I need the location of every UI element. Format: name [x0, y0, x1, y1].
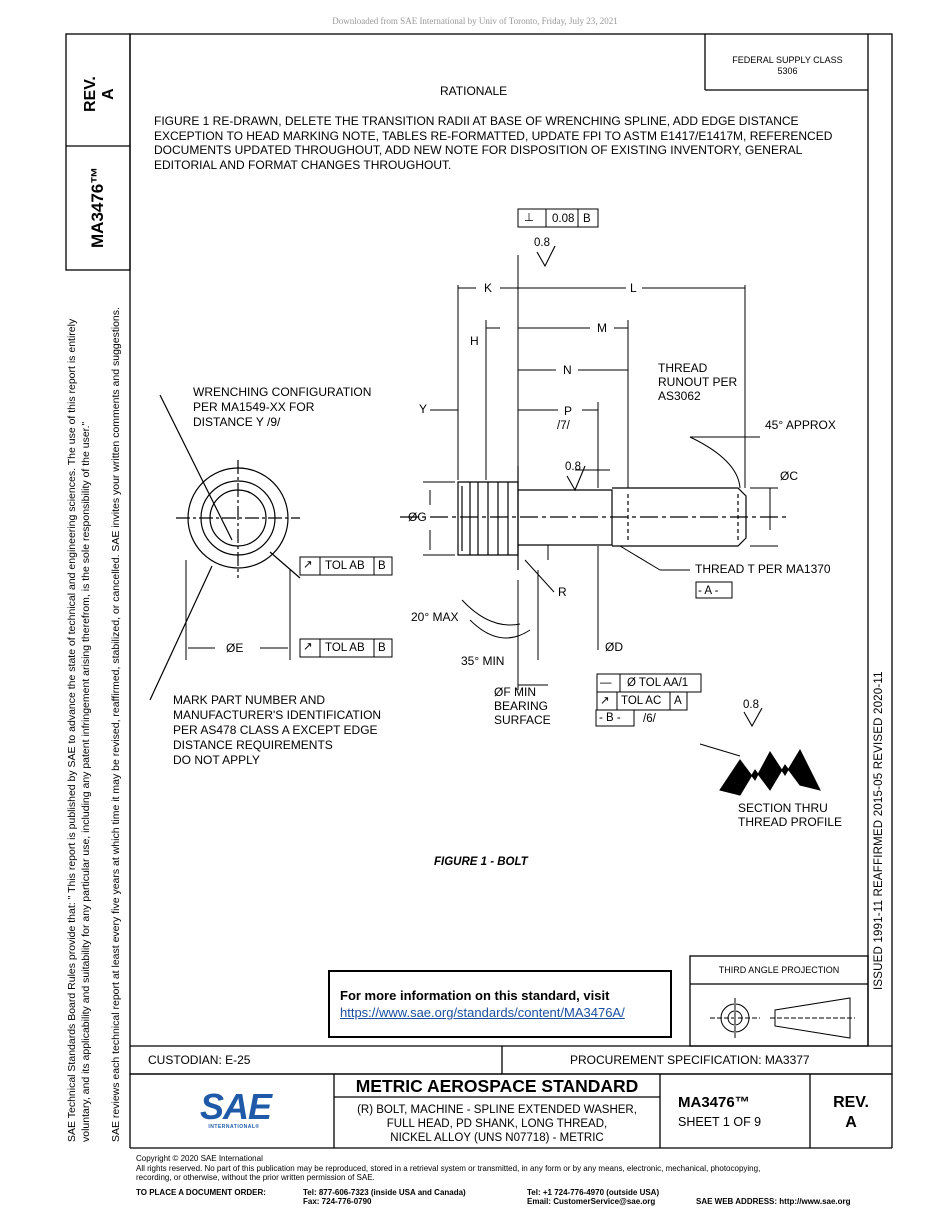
side-rev: REV. A [82, 76, 117, 112]
finish-thread: 0.8 [743, 699, 759, 711]
finish-mid: 0.8 [565, 461, 581, 473]
thread-runout-note: THREAD RUNOUT PER AS3062 [658, 361, 738, 403]
max-angle: 20° MAX [411, 610, 459, 624]
dim-L: L [630, 281, 637, 295]
runout-icon-2: ↗ [303, 641, 313, 653]
dim-P: P [564, 404, 573, 418]
rev-box: REV. A [833, 1094, 869, 1131]
tol-ab-2: TOL AB [325, 642, 365, 654]
side-box [65, 33, 131, 271]
standard-title: METRIC AEROSPACE STANDARD [355, 1076, 639, 1096]
download-note: Downloaded from SAE International by Uni… [332, 16, 618, 26]
tol-ac: TOL AC [621, 695, 662, 707]
side-doc-number: MA3476™ [88, 166, 107, 248]
tol-ab-1: TOL AB [325, 560, 365, 572]
perpendicularity-icon: ⊥ [524, 212, 535, 224]
datum-B: - B - [599, 712, 621, 724]
marking-note: MARK PART NUMBER AND MANUFACTURER'S IDEN… [173, 693, 382, 767]
tolerance-frames [299, 208, 741, 757]
tol-aa: Ø TOL AA/1 [627, 677, 689, 689]
dim-P-note: /7/ [557, 420, 570, 432]
dim-H: H [470, 334, 479, 348]
end-view [149, 394, 301, 701]
procurement-spec: PROCUREMENT SPECIFICATION: MA3377 [570, 1053, 810, 1067]
rationale-title: RATIONALE [440, 84, 508, 98]
dim-D: ØD [605, 640, 623, 654]
dim-G: ØG [408, 510, 427, 524]
min-angle: 35° MIN [461, 654, 505, 668]
dim-E: ØE [226, 641, 244, 655]
issue-dates: ISSUED 1991-11 REAFFIRMED 2015-05 REVISE… [873, 671, 885, 990]
side-note-3: SAE reviews each technical report at lea… [110, 307, 122, 1142]
dim-C: ØC [780, 469, 798, 483]
dim-Y: Y [419, 402, 428, 416]
approx-angle: 45° APPROX [765, 418, 836, 432]
email: Email: CustomerService@sae.org [527, 1197, 656, 1206]
tol-ac-datum: A [674, 695, 682, 707]
federal-supply-class: FEDERAL SUPPLY CLASS 5306 [732, 55, 843, 76]
runout-icon-1: ↗ [303, 559, 313, 571]
fax: Fax: 724-776-0790 [303, 1197, 372, 1206]
dim-N: N [563, 363, 572, 377]
tel-usa: Tel: 877-606-7323 (inside USA and Canada… [303, 1188, 466, 1197]
tol-perp-datum: B [583, 213, 591, 225]
finish-symbols [536, 245, 763, 728]
standard-description: (R) BOLT, MACHINE - SPLINE EXTENDED WASH… [357, 1104, 637, 1144]
info-title: For more information on this standard, v… [340, 988, 610, 1003]
thread-profile [719, 748, 821, 796]
dim-R: R [558, 585, 567, 599]
tol-perp-value: 0.08 [552, 213, 575, 225]
figure-caption: FIGURE 1 - BOLT [434, 856, 528, 868]
tol-ab-2-datum: B [378, 642, 386, 654]
tel-outside: Tel: +1 724-776-4970 (outside USA) [527, 1188, 660, 1197]
tol-ab-1-datum: B [378, 560, 386, 572]
footer: Copyright © 2020 SAE International All r… [136, 1154, 761, 1182]
finish-top: 0.8 [534, 237, 550, 249]
info-box: For more information on this standard, v… [328, 970, 672, 1038]
wrenching-note: WRENCHING CONFIGURATION PER MA1549-XX FO… [193, 385, 372, 429]
runout-icon-3: ↗ [600, 695, 610, 707]
sheet-number: SHEET 1 OF 9 [678, 1115, 762, 1129]
straightness-icon: — [600, 677, 612, 689]
dimension-lines [185, 255, 778, 690]
dim-M: M [597, 321, 607, 335]
custodian: CUSTODIAN: E-25 [148, 1053, 251, 1067]
side-note-1: SAE Technical Standards Board Rules prov… [66, 318, 78, 1142]
doc-number: MA3476™ [678, 1094, 750, 1111]
dim-K: K [484, 281, 493, 295]
datum-B-note: /6/ [643, 713, 656, 725]
rationale-body: FIGURE 1 RE-DRAWN, DELETE THE TRANSITION… [154, 114, 833, 172]
projection-symbol [710, 997, 855, 1039]
web-address: SAE WEB ADDRESS: http://www.sae.org [696, 1197, 851, 1206]
bearing-note: ØF MIN BEARING SURFACE [494, 685, 551, 727]
section-note: SECTION THRU THREAD PROFILE [738, 801, 843, 829]
sae-logo: SAE INTERNATIONAL® [200, 1086, 272, 1131]
bolt-side-view [400, 466, 790, 570]
projection-label: THIRD ANGLE PROJECTION [718, 965, 840, 975]
datum-A: - A - [698, 585, 719, 597]
thread-T-note: THREAD T PER MA1370 [695, 562, 831, 576]
info-link[interactable]: https://www.sae.org/standards/content/MA… [340, 1005, 625, 1020]
order-label: TO PLACE A DOCUMENT ORDER: [136, 1188, 266, 1197]
side-note-2: voluntary, and its applicability and sui… [80, 421, 92, 1142]
